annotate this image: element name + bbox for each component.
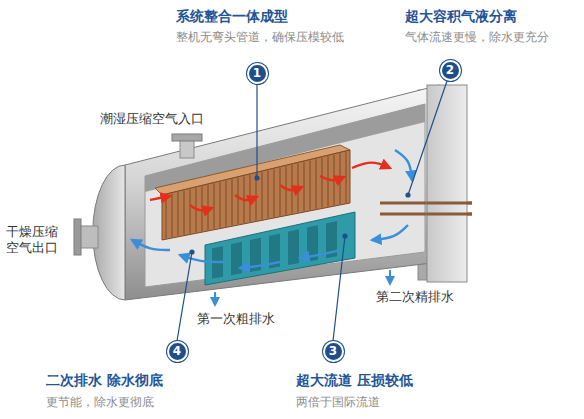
feature-heading: 超大流道 压损较低 <box>296 372 413 390</box>
inlet-pipe <box>180 140 194 158</box>
label-text: 超大流道 压损较低 <box>296 372 413 388</box>
coolant-pipe <box>427 213 472 216</box>
callout-text: 2 <box>446 64 454 76</box>
leader-dot <box>343 234 347 238</box>
separator-block <box>205 212 355 285</box>
drain-label: 第二次精排水 <box>376 289 454 305</box>
flow-arrow <box>395 150 412 180</box>
inlet-flange <box>172 134 202 141</box>
feature-note: 两倍于国际流道 <box>296 395 380 410</box>
fin-line <box>232 179 233 225</box>
leader-dot <box>406 193 410 197</box>
fin-line <box>220 182 221 227</box>
cutaway-interior <box>145 104 425 287</box>
fin-line <box>172 194 173 237</box>
fin-line <box>286 166 287 214</box>
flow-arrow <box>320 176 344 180</box>
fin-line <box>184 191 185 235</box>
drain-label: 第一次粗排水 <box>197 311 275 327</box>
fin-line <box>316 159 317 209</box>
outlet-flange <box>74 219 81 255</box>
fin-line <box>346 152 347 203</box>
fin-line <box>322 158 323 208</box>
fin-line <box>208 185 209 230</box>
leader-line <box>256 84 257 178</box>
callout-text: 3 <box>329 345 337 357</box>
label-text: 超大容积气液分离 <box>405 8 517 24</box>
coolant-pipe <box>380 202 472 205</box>
label-text: 两倍于国际流道 <box>296 395 380 409</box>
callout-text: 1 <box>253 67 261 79</box>
outlet-pipe <box>80 226 98 248</box>
drain-arrow <box>214 292 216 305</box>
fin-line <box>226 181 227 227</box>
flow-arrow <box>150 196 170 200</box>
flow-arrow <box>300 250 340 258</box>
end-plate <box>427 85 467 282</box>
flow-arrow <box>240 262 280 268</box>
callout-number: 4 <box>167 341 188 362</box>
flow-arrow <box>352 163 390 168</box>
callout-number: 1 <box>247 63 268 84</box>
label-text: 第二次精排水 <box>376 289 454 304</box>
fin-line <box>310 161 311 210</box>
feature-note: 更节能，除水更彻底 <box>46 395 154 410</box>
port-label: 干燥压缩 空气出口 <box>6 224 64 257</box>
flow-arrow <box>280 185 302 190</box>
leader-dot <box>190 250 194 254</box>
separator-panel <box>231 242 242 275</box>
label-text: 潮湿压缩空气入口 <box>100 111 204 126</box>
leader-line <box>408 81 447 195</box>
flow-arrow <box>132 240 170 250</box>
flow-arrow <box>180 255 225 262</box>
leader-line <box>177 252 192 341</box>
fin-line <box>274 169 275 217</box>
feature-note: 整机无弯头管道，确保压模较低 <box>176 30 344 45</box>
label-text: 第一次粗排水 <box>197 311 275 326</box>
coolant-pipe <box>427 202 472 205</box>
fin-line <box>238 178 239 224</box>
fin-line <box>304 162 305 211</box>
flow-arrows <box>132 150 412 268</box>
fin-line <box>280 168 281 216</box>
separator-panels <box>212 221 337 279</box>
feature-heading: 系统整合一体成型 <box>176 8 288 26</box>
fin-line <box>202 186 203 231</box>
label-text: 气体流速更慢，除水更充分 <box>405 30 549 44</box>
fin-line <box>214 184 215 229</box>
fin-line <box>268 171 269 219</box>
callout-number: 3 <box>323 341 344 362</box>
feature-heading: 超大容积气液分离 <box>405 8 517 26</box>
coolant-pipe <box>380 213 472 216</box>
label-text: 干燥压缩 空气出口 <box>6 224 58 255</box>
fin-line <box>166 195 167 238</box>
flow-arrow <box>372 225 408 240</box>
leader-line <box>333 236 345 341</box>
callout-number: 2 <box>440 60 461 81</box>
flow-arrow <box>190 205 212 210</box>
port-label: 潮湿压缩空气入口 <box>100 111 204 127</box>
label-text: 更节能，除水更彻底 <box>46 395 154 409</box>
feature-heading: 二次排水 除水彻底 <box>46 372 163 390</box>
drain-arrow <box>389 270 391 284</box>
separator-panel <box>288 229 299 265</box>
feature-note: 气体流速更慢，除水更充分 <box>405 30 549 45</box>
fin-line <box>262 172 263 219</box>
flow-arrow <box>235 195 257 200</box>
label-text: 二次排水 除水彻底 <box>46 372 163 388</box>
label-text: 系统整合一体成型 <box>176 8 288 24</box>
fin-line <box>190 189 191 233</box>
leader-dot <box>255 176 259 180</box>
label-text: 整机无弯头管道，确保压模较低 <box>176 30 344 44</box>
callout-text: 4 <box>173 345 181 357</box>
fin-line <box>178 192 179 236</box>
fin-line <box>328 156 329 206</box>
